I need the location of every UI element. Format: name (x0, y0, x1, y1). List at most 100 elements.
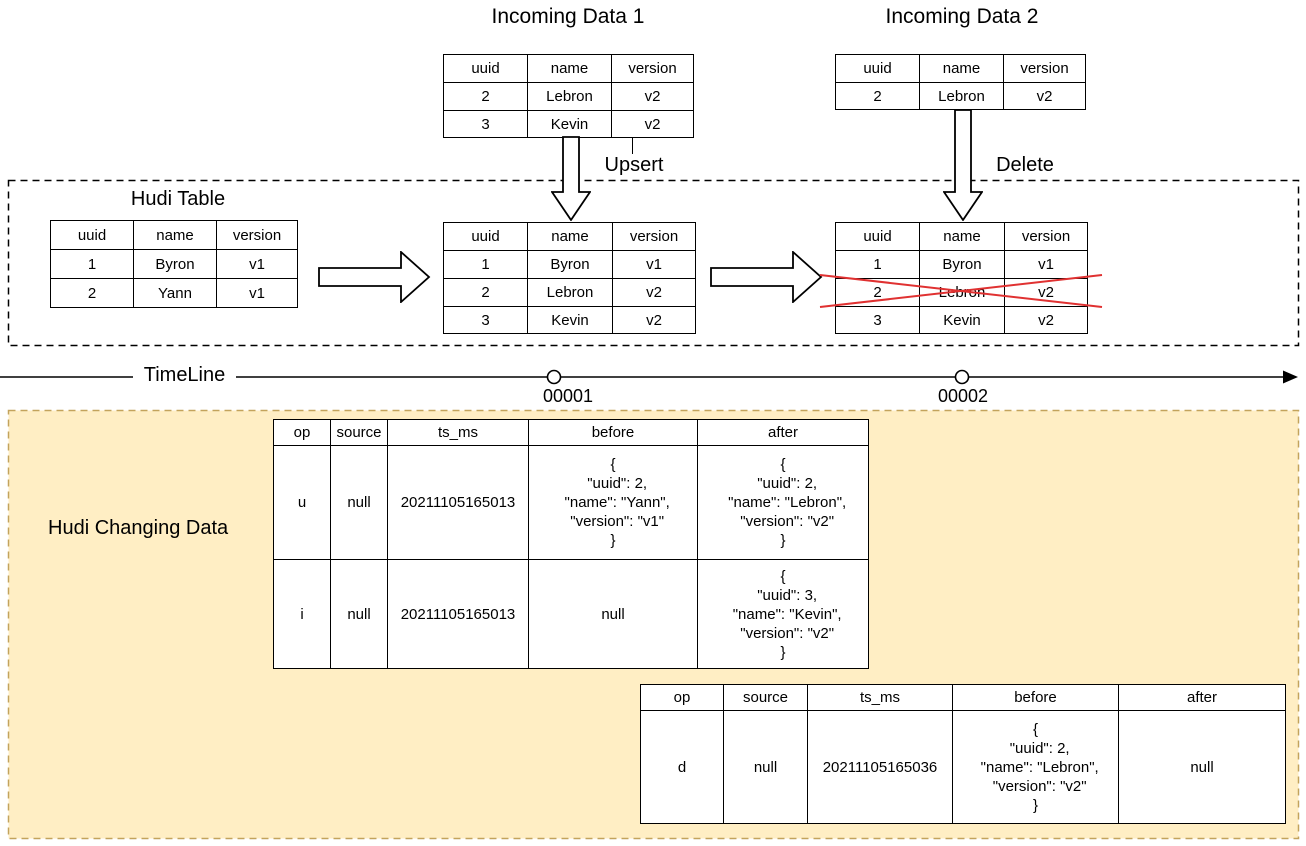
cell-name: Kevin (919, 306, 1005, 334)
timeline-arrowhead-icon (1283, 370, 1298, 384)
col-header-uuid: uuid (835, 54, 920, 83)
incoming-data-1-table: uuid name version 2 Lebron v2 3 Kevin v2 (443, 54, 694, 138)
table-row: 3 Kevin v2 (443, 110, 694, 138)
cell-name: Byron (133, 249, 217, 279)
cell-op: u (273, 445, 331, 560)
hudi-table-box (7, 179, 1300, 347)
delete-down-arrow-icon (943, 109, 983, 221)
col-header-name: name (919, 54, 1004, 83)
table-row: uuid name version (50, 220, 298, 250)
cell-source: null (723, 710, 808, 824)
cell-name: Kevin (527, 110, 612, 138)
table-row: 2 Lebron v2 (443, 82, 694, 111)
cell-before: null (528, 559, 698, 669)
table-row: 2 Lebron v2 (835, 82, 1086, 110)
cell-ts-ms: 20211105165036 (807, 710, 953, 824)
table-header-row: op source ts_ms before after (640, 684, 1286, 711)
cell-version: v2 (1004, 278, 1088, 307)
commit-1-marker-icon (546, 369, 562, 385)
col-header-after: after (1118, 684, 1286, 711)
cell-version: v2 (1004, 306, 1088, 334)
commit-00001-label: 00001 (542, 386, 594, 406)
table-row: 1 Byron v1 (443, 250, 696, 279)
col-header-op: op (640, 684, 724, 711)
col-header-version: version (216, 220, 298, 250)
col-header-op: op (273, 419, 331, 446)
cell-after: { "uuid": 3, "name": "Kevin", "version":… (697, 559, 869, 669)
cell-op: i (273, 559, 331, 669)
incoming-data-2-table: uuid name version 2 Lebron v2 (835, 54, 1086, 110)
cell-source: null (330, 559, 388, 669)
flow-right-arrow-2-icon (710, 251, 823, 303)
hudi-initial-table: uuid name version 1 Byron v1 2 Yann v1 (50, 220, 298, 308)
col-header-uuid: uuid (443, 54, 528, 83)
table-row: 1 Byron v1 (50, 249, 298, 279)
cell-version: v1 (216, 278, 298, 308)
cell-ts-ms: 20211105165013 (387, 445, 529, 560)
cell-version: v2 (611, 82, 694, 111)
upsert-down-arrow-icon (551, 136, 591, 221)
col-header-name: name (527, 54, 612, 83)
table-row: 3 Kevin v2 (835, 306, 1088, 334)
cell-version-updated: v2 (612, 278, 696, 307)
cdc-row-delete: d null 20211105165036 { "uuid": 2, "name… (640, 710, 1286, 824)
cell-before: { "uuid": 2, "name": "Yann", "version": … (528, 445, 698, 560)
table-row: uuid name version (835, 222, 1088, 251)
col-header-name: name (919, 222, 1005, 251)
table-row: 1 Byron v1 (835, 250, 1088, 279)
incoming-data-1-title: Incoming Data 1 (491, 5, 645, 28)
col-header-before: before (952, 684, 1119, 711)
table-header-row: op source ts_ms before after (273, 419, 869, 446)
changing-data-label: Hudi Changing Data (48, 517, 229, 539)
timeline-line (0, 369, 1298, 385)
col-header-version: version (612, 222, 696, 251)
col-header-uuid: uuid (50, 220, 134, 250)
cell-name: Byron (527, 250, 613, 279)
table-row: uuid name version (835, 54, 1086, 83)
cell-ts-ms: 20211105165013 (387, 559, 529, 669)
col-header-source: source (330, 419, 388, 446)
col-header-name: name (527, 222, 613, 251)
commit-2-marker-icon (954, 369, 970, 385)
cell-version: v1 (216, 249, 298, 279)
cell-op: d (640, 710, 724, 824)
cell-uuid: 2 (50, 278, 134, 308)
col-header-name: name (133, 220, 217, 250)
cell-uuid: 2 (443, 82, 528, 111)
cell-name: Lebron (919, 278, 1005, 307)
cell-version: v1 (1004, 250, 1088, 279)
upsert-connector-line (632, 137, 633, 154)
timeline-label: TimeLine (143, 364, 226, 386)
cdc-row-update: u null 20211105165013 { "uuid": 2, "name… (273, 445, 869, 560)
cell-name: Yann (133, 278, 217, 308)
table-row-updated: 2 Lebron v2 (443, 278, 696, 307)
cell-version-inserted: v2 (612, 306, 696, 334)
col-header-before: before (528, 419, 698, 446)
cell-uuid: 3 (835, 306, 920, 334)
cell-uuid: 2 (835, 82, 920, 110)
col-header-source: source (723, 684, 808, 711)
table-row-deleted: 2 Lebron v2 (835, 278, 1088, 307)
cell-before: { "uuid": 2, "name": "Lebron", "version"… (952, 710, 1119, 824)
cdc-row-insert: i null 20211105165013 null { "uuid": 3, … (273, 559, 869, 669)
hudi-after-delete-table: uuid name version 1 Byron v1 2 Lebron v2… (835, 222, 1088, 334)
cell-after: null (1118, 710, 1286, 824)
cell-name-inserted: Kevin (527, 306, 613, 334)
table-row: uuid name version (443, 222, 696, 251)
incoming-data-2-title: Incoming Data 2 (885, 5, 1039, 28)
upsert-label: Upsert (604, 154, 664, 176)
col-header-version: version (611, 54, 694, 83)
col-header-after: after (697, 419, 869, 446)
cdc-table-commit2: op source ts_ms before after d null 2021… (640, 684, 1286, 824)
commit-00002-label: 00002 (937, 386, 989, 406)
cell-uuid: 2 (443, 278, 528, 307)
cell-version: v1 (612, 250, 696, 279)
cell-source: null (330, 445, 388, 560)
col-header-uuid: uuid (443, 222, 528, 251)
table-row-inserted: 3 Kevin v2 (443, 306, 696, 334)
col-header-ts-ms: ts_ms (387, 419, 529, 446)
cdc-table-commit1: op source ts_ms before after u null 2021… (273, 419, 869, 669)
col-header-version: version (1004, 222, 1088, 251)
cell-version: v2 (1003, 82, 1086, 110)
